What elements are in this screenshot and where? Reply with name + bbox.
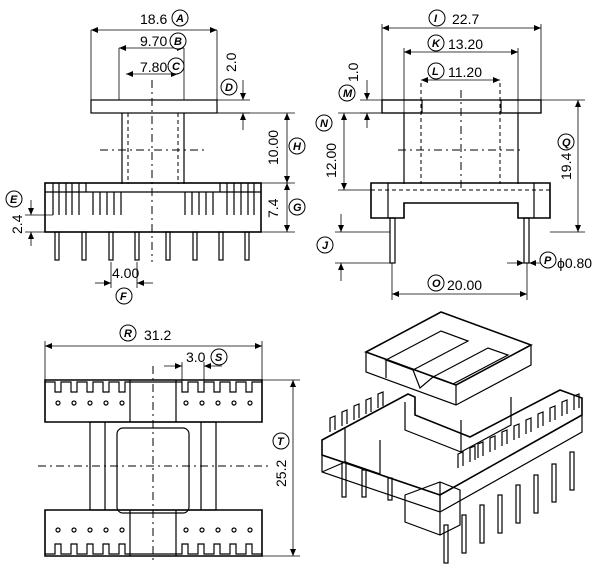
dim-r-value: 31.2 bbox=[144, 327, 171, 343]
dim-k-value: 13.20 bbox=[448, 36, 483, 52]
label-k: K bbox=[432, 38, 441, 50]
base-fins bbox=[52, 183, 255, 215]
label-a: A bbox=[175, 13, 184, 25]
iso-pins bbox=[341, 451, 575, 564]
dim-e-value: 2.4 bbox=[9, 214, 25, 234]
iso-fins bbox=[329, 391, 580, 468]
label-b: B bbox=[174, 36, 182, 48]
label-r: R bbox=[124, 328, 132, 340]
dim-l-value: 11.20 bbox=[448, 64, 482, 80]
label-h: H bbox=[293, 141, 302, 153]
dim-s-value: 3.0 bbox=[186, 349, 206, 365]
label-e: E bbox=[10, 194, 18, 206]
dim-a-value: 18.6 bbox=[140, 11, 167, 27]
dim-g-value: 7.4 bbox=[265, 198, 281, 218]
top-view: 31.2 R 3.0 S 25.2 T bbox=[38, 324, 300, 560]
label-j: J bbox=[322, 240, 329, 252]
label-i: I bbox=[434, 13, 438, 25]
label-q: Q bbox=[562, 137, 571, 149]
front-view: 18.6 A 9.70 B 7.80 C 2.0 D 10.00 H 7.4 bbox=[5, 9, 306, 305]
side-view: 22.7 I 13.20 K 11.20 L 1.0 M 12.00 N bbox=[315, 9, 592, 300]
top-holes bbox=[55, 400, 253, 406]
dim-p-value: ϕ0.80 bbox=[557, 255, 592, 271]
dim-m-value: 1.0 bbox=[345, 62, 361, 82]
dim-h-value: 10.00 bbox=[265, 130, 281, 165]
label-n: N bbox=[320, 118, 329, 130]
dim-n-value: 12.00 bbox=[323, 143, 339, 178]
dim-c-value: 7.80 bbox=[140, 59, 167, 75]
label-o: O bbox=[432, 278, 441, 290]
label-f: F bbox=[120, 291, 127, 303]
dim-d-value: 2.0 bbox=[223, 52, 239, 72]
label-s: S bbox=[215, 352, 223, 364]
dim-f-value: 4.00 bbox=[112, 265, 139, 281]
label-m: M bbox=[343, 88, 353, 100]
label-c: C bbox=[172, 61, 181, 73]
dim-q-value: 19.4 bbox=[558, 153, 574, 180]
dim-i-value: 22.7 bbox=[452, 11, 479, 27]
bottom-holes bbox=[55, 527, 253, 533]
dim-b-value: 9.70 bbox=[140, 33, 167, 49]
label-p: P bbox=[544, 255, 552, 267]
label-t: T bbox=[277, 436, 285, 448]
label-l: L bbox=[432, 66, 439, 78]
dim-t-value: 25.2 bbox=[273, 460, 289, 487]
front-pins bbox=[54, 231, 250, 261]
dim-o-value: 20.00 bbox=[447, 277, 482, 293]
label-d: D bbox=[225, 82, 233, 94]
label-g: G bbox=[293, 202, 302, 214]
isometric-view bbox=[321, 311, 583, 564]
